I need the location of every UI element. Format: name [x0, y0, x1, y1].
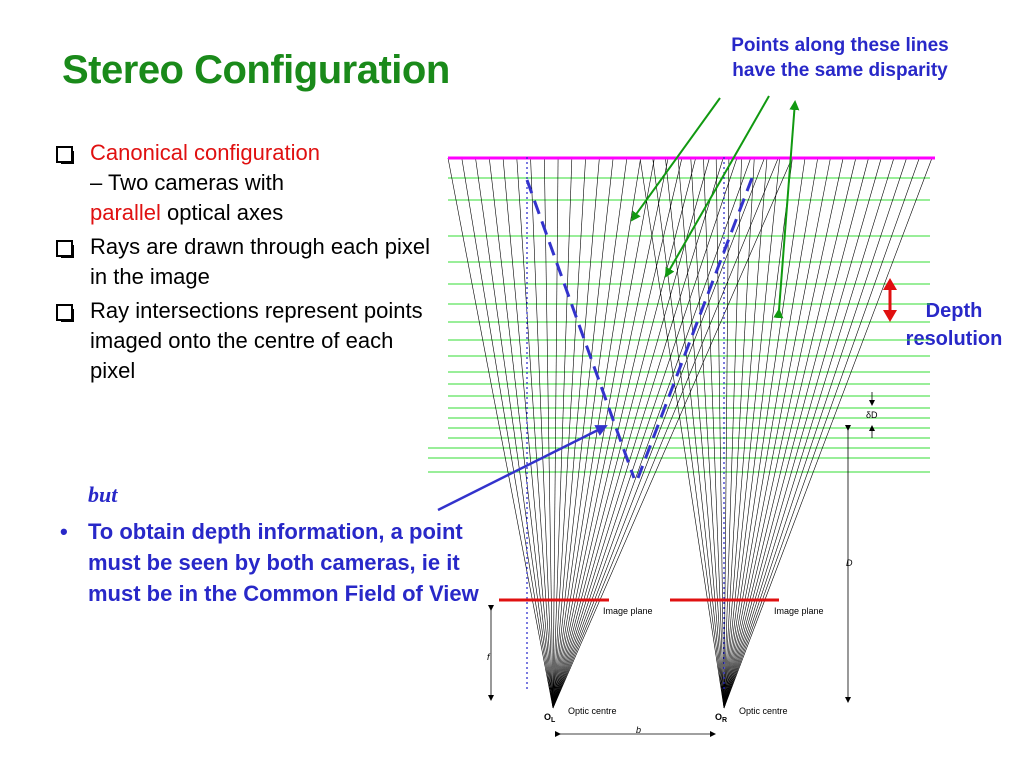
camera-ray [639, 157, 725, 709]
checkbox-bullet-icon [56, 146, 74, 164]
camera-ray [652, 157, 725, 709]
camera-ray [502, 157, 554, 709]
bullet-highlight: Canonical configuration [90, 140, 320, 165]
camera-ray [552, 157, 724, 709]
focal-length-label: f [487, 652, 491, 662]
camera-ray [723, 157, 730, 709]
camera-ray [677, 157, 725, 709]
camera-ray [552, 157, 614, 709]
left-centre-o: O [544, 712, 551, 722]
bullet-intersections: Ray intersections represent points image… [52, 296, 432, 386]
disparity-arrow-2 [665, 95, 770, 278]
delta-d-label: δD [866, 410, 878, 420]
bullet-list: Canonical configuration – Two cameras wi… [52, 138, 432, 390]
camera-ray [552, 157, 696, 709]
camera-ray [723, 157, 844, 709]
bullet-text: Ray intersections represent points image… [90, 298, 423, 383]
camera-ray [723, 157, 869, 709]
distance-label: D [846, 558, 853, 568]
bullet-rays: Rays are drawn through each pixel in the… [52, 232, 432, 292]
camera-ray [723, 157, 768, 709]
camera-ray [552, 157, 600, 709]
camera-ray [552, 157, 641, 709]
camera-ray [723, 157, 780, 709]
slide-title: Stereo Configuration [62, 48, 450, 92]
common-fov-arrow [437, 424, 608, 512]
depth-label-line2: resolution [905, 328, 1003, 350]
disparity-callout: Points along these lines have the same d… [685, 33, 995, 83]
bullet-text: Rays are drawn through each pixel in the… [90, 234, 430, 289]
camera-ray [723, 157, 755, 709]
camera-ray [544, 157, 554, 709]
baseline-label: b [636, 725, 641, 735]
image-plane-label-left: Image plane [603, 606, 653, 616]
image-plane-label-right: Image plane [774, 606, 824, 616]
camera-ray [552, 157, 559, 709]
camera-ray [723, 157, 857, 709]
bullet-text: – Two cameras with [90, 170, 285, 195]
left-centre-sub: L [551, 717, 556, 724]
depth-arrow-head-down [883, 310, 897, 322]
bullet-red-word: parallel [90, 200, 161, 225]
checkbox-bullet-icon [56, 240, 74, 258]
camera-ray [552, 157, 779, 709]
depth-resolution-label: Depth resolution [884, 297, 1024, 353]
camera-ray [723, 157, 895, 709]
camera-ray [690, 157, 725, 709]
camera-ray [723, 157, 933, 709]
camera-ray [723, 157, 831, 709]
camera-ray [552, 157, 710, 709]
disparity-arrow-3 [773, 100, 800, 319]
disparity-callout-line1: Points along these lines [731, 35, 949, 56]
checkbox-bullet-icon [56, 304, 74, 322]
camera-ray [552, 157, 669, 709]
depth-arrow-head-up [883, 278, 897, 290]
camera-ray [723, 157, 793, 709]
optic-centre-label-right: Optic centre [739, 706, 788, 716]
camera-ray [665, 157, 725, 709]
camera-rays [447, 157, 933, 709]
camera-ray [715, 157, 725, 709]
optic-centre-label-left: Optic centre [568, 706, 617, 716]
camera-ray [475, 157, 554, 709]
camera-ray [723, 157, 806, 709]
camera-ray [552, 157, 655, 709]
camera-ray [723, 157, 882, 709]
camera-ray [461, 157, 554, 709]
camera-ray [552, 157, 573, 709]
bullet-common-fov-text: To obtain depth information, a point mus… [88, 519, 479, 606]
camera-ray [703, 157, 725, 709]
camera-ray [488, 157, 554, 709]
bullet-common-fov: • To obtain depth information, a point m… [60, 516, 500, 609]
disparity-callout-line2: have the same disparity [732, 60, 948, 81]
dot-bullet-icon: • [60, 519, 68, 544]
camera-ray [447, 157, 554, 709]
camera-ray [552, 157, 765, 709]
camera-ray [723, 157, 742, 709]
cfov-right-boundary [636, 177, 754, 479]
bullet-text-after: optical axes [160, 200, 284, 225]
right-centre-label: OR [715, 712, 727, 724]
camera-ray [552, 157, 793, 709]
right-centre-sub: R [722, 717, 727, 724]
cfov-left-boundary [525, 179, 636, 479]
disparity-arrow-1 [630, 97, 721, 222]
bullet-canonical: Canonical configuration – Two cameras wi… [52, 138, 432, 228]
camera-ray [516, 157, 554, 709]
camera-ray [552, 157, 738, 709]
camera-ray [552, 157, 586, 709]
left-centre-label: OL [544, 712, 556, 724]
camera-ray [723, 157, 819, 709]
camera-ray [723, 157, 920, 709]
but-label: but [88, 482, 118, 507]
camera-ray [723, 157, 907, 709]
right-centre-o: O [715, 712, 722, 722]
camera-ray [530, 157, 554, 709]
depth-label-line1: Depth [925, 300, 983, 322]
